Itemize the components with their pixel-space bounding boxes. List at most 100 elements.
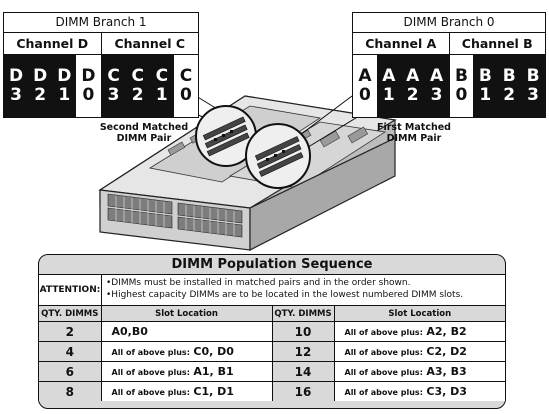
slot-letter: B — [454, 66, 468, 86]
slot-number: 0 — [180, 85, 192, 105]
slot-number: 3 — [10, 85, 22, 105]
slot-number: 1 — [58, 85, 71, 105]
location-slots: A3, B3 — [426, 365, 467, 378]
population-grid: QTY. DIMMS Slot Location QTY. DIMMS Slot… — [39, 306, 505, 401]
qty-cell: 6 — [39, 361, 102, 382]
slot-location-cell: All of above plus: A2, B2 — [333, 321, 505, 342]
slot-number: 1 — [382, 85, 395, 105]
location-slots: C2, D2 — [426, 345, 467, 358]
slot-letter: C — [155, 66, 169, 86]
slot-letter: D — [33, 66, 48, 86]
qty-cell: 14 — [271, 361, 335, 382]
table-header-row: QTY. DIMMS Slot Location QTY. DIMMS Slot… — [39, 306, 505, 322]
slot-location-cell: All of above plus: C3, D3 — [333, 381, 505, 401]
slot-number: 2 — [131, 85, 144, 105]
channel-a-label: Channel A — [365, 36, 437, 51]
table-title: DIMM Population Sequence — [39, 255, 505, 275]
attention-note: •Highest capacity DIMMs are to be locate… — [106, 290, 464, 300]
slot-letter: A — [358, 66, 372, 86]
location-slots: A0,B0 — [111, 325, 148, 338]
location-prefix: All of above plus: — [111, 348, 190, 357]
header-qty-right: QTY. DIMMS — [271, 306, 335, 322]
slot-location-cell: All of above plus: A1, B1 — [100, 361, 273, 382]
header-qty-left: QTY. DIMMS — [39, 306, 102, 322]
location-prefix: All of above plus: — [344, 388, 423, 397]
location-slots: A1, B1 — [193, 365, 234, 378]
channel-c-label: Channel C — [100, 33, 199, 54]
location-prefix: All of above plus: — [344, 348, 423, 357]
slot-number: 0 — [82, 85, 95, 105]
first-matched-pair-label: First Matched DIMM Pair — [377, 122, 451, 144]
location-slots: C3, D3 — [426, 385, 467, 398]
slot-number: 0 — [359, 85, 371, 105]
slot-location-cell: All of above plus: C1, D1 — [100, 381, 273, 401]
slot-letter: A — [382, 66, 396, 86]
population-sequence-table: DIMM Population Sequence ATTENTION: •DIM… — [38, 254, 506, 409]
slot-letter: B — [526, 66, 540, 86]
slot-letter: C — [131, 66, 144, 86]
qty-cell: 16 — [271, 381, 335, 401]
slot-letter: A — [406, 66, 420, 86]
slot-number: 1 — [155, 85, 168, 105]
slot-number: 3 — [107, 85, 120, 105]
slot-number: 0 — [455, 85, 468, 105]
attention-notes: •DIMMs must be installed in matched pair… — [102, 275, 505, 305]
slot-number: 3 — [527, 85, 539, 105]
slot-number: 1 — [479, 85, 492, 105]
qty-cell: 8 — [39, 381, 102, 401]
location-slots: C0, D0 — [193, 345, 234, 358]
slot-location-cell: All of above plus: C0, D0 — [100, 341, 273, 362]
qty-cell: 12 — [271, 341, 335, 362]
slot-number: 2 — [34, 85, 47, 105]
slot-number: 2 — [503, 85, 516, 105]
location-prefix: All of above plus: — [111, 368, 190, 377]
slot-letter: D — [57, 66, 72, 86]
slot-letter: D — [81, 66, 96, 86]
slot-letter: B — [502, 66, 516, 86]
slot-letter: C — [107, 66, 120, 86]
location-prefix: All of above plus: — [111, 388, 190, 397]
header-slot-right: Slot Location — [333, 306, 505, 322]
attention-row: ATTENTION: •DIMMs must be installed in m… — [39, 275, 505, 306]
branch-1-title: DIMM Branch 1 — [4, 13, 198, 33]
qty-cell: 10 — [271, 321, 335, 342]
location-slots: A2, B2 — [426, 325, 467, 338]
channel-d-label: Channel D — [16, 36, 89, 51]
slot-letter: C — [179, 66, 193, 86]
attention-label: ATTENTION: — [39, 275, 102, 305]
slot-letter: D — [9, 66, 24, 86]
location-prefix: All of above plus: — [344, 328, 423, 337]
location-slots: C1, D1 — [193, 385, 234, 398]
branch-0-title: DIMM Branch 0 — [353, 13, 545, 33]
server-illustration — [98, 95, 397, 251]
slot-letter: B — [478, 66, 492, 86]
slot-location-cell: All of above plus: C2, D2 — [333, 341, 505, 362]
second-matched-pair-label: Second Matched DIMM Pair — [99, 122, 189, 144]
header-slot-left: Slot Location — [100, 306, 273, 322]
qty-cell: 4 — [39, 341, 102, 362]
qty-cell: 2 — [39, 321, 102, 342]
channel-b-label: Channel B — [448, 33, 546, 54]
slot-location-cell: All of above plus: A3, B3 — [333, 361, 505, 382]
